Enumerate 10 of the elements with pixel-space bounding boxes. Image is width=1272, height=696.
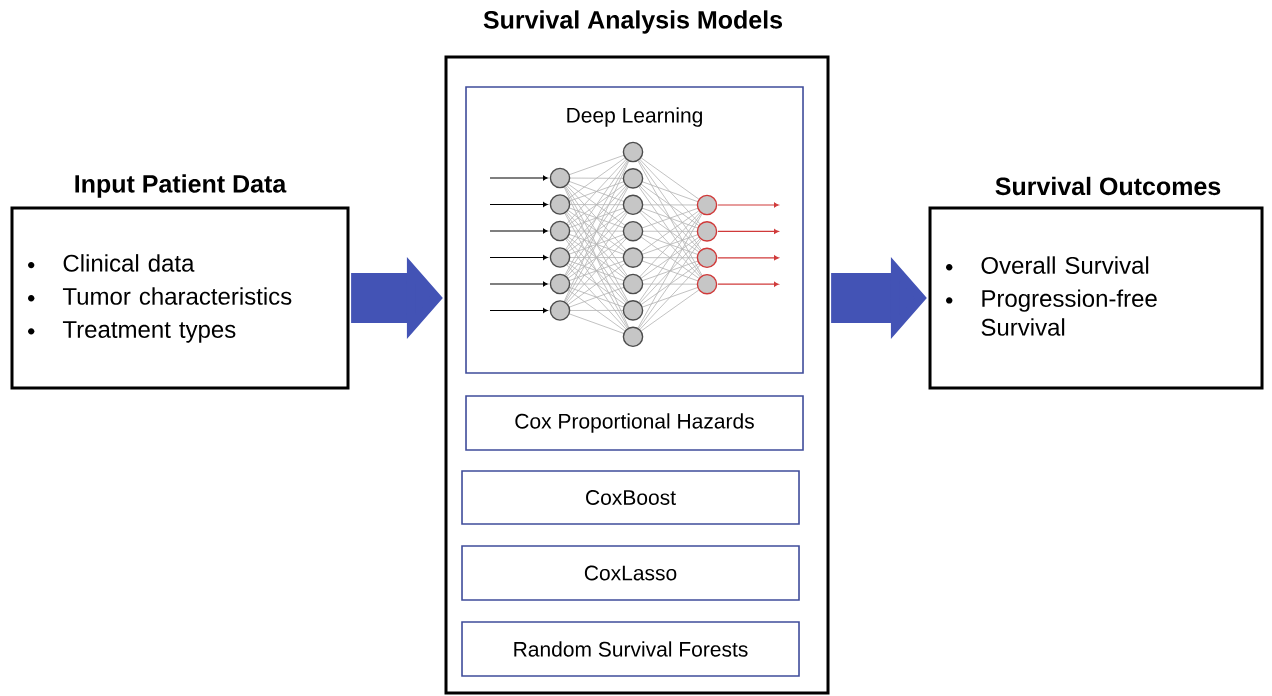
model-box: Random Survival Forests xyxy=(461,621,800,677)
input-box: Clinical data Tumor characteristics Treatment types xyxy=(10,206,350,390)
model-box: Cox Proportional Hazards xyxy=(465,395,804,451)
input-box: Overall Survival Progression-free Survival xyxy=(928,206,1264,390)
heading: Survival Analysis Models xyxy=(483,10,783,34)
model-box: Deep Learning xyxy=(465,86,804,374)
model-box: CoxBoost xyxy=(461,470,800,525)
model-box: CoxLasso xyxy=(461,545,800,601)
heading: Input Patient Data xyxy=(75,174,287,198)
heading: Survival Outcomes xyxy=(995,176,1221,196)
